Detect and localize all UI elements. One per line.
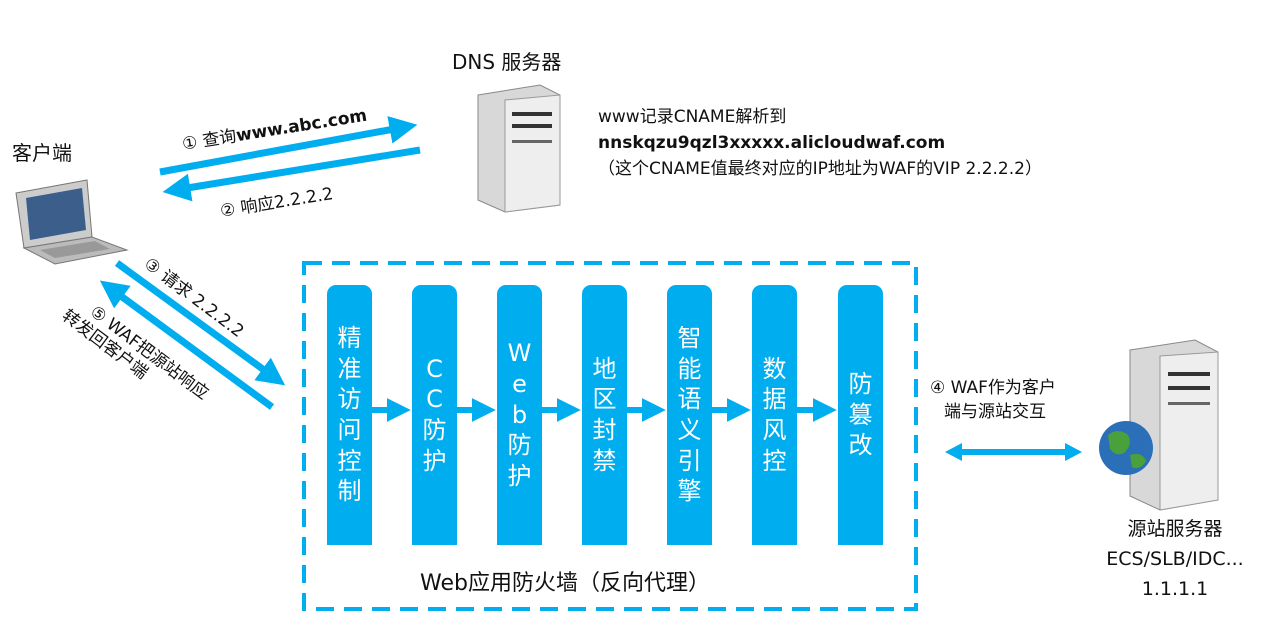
origin-ip: 1.1.1.1 (1141, 578, 1209, 600)
globe-icon (1099, 421, 1153, 475)
origin-server-icon (1129, 339, 1219, 511)
cname-line3: （这个CNAME值最终对应的IP地址为WAF的VIP 2.2.2.2） (598, 159, 1042, 179)
client-label: 客户端 (12, 141, 72, 165)
module-geo-blocking[interactable]: 地区封禁 (582, 285, 627, 545)
origin-server-label: 源站服务器 ECS/SLB/IDC... 1.1.1.1 (1090, 514, 1260, 604)
step4-label: ④ WAF作为客户 端与源站交互 (930, 376, 1056, 424)
module-label: CC防护 (422, 354, 447, 475)
origin-title: 源站服务器 (1127, 518, 1223, 540)
module-label: 精准访问控制 (337, 323, 362, 506)
dns-server-label: DNS 服务器 (452, 50, 562, 74)
arrow-query (159, 116, 418, 176)
waf-title: Web应用防火墙（反向代理） (420, 571, 710, 596)
module-label: 防篡改 (848, 369, 873, 460)
module-label: 智能语义引擎 (677, 323, 702, 506)
module-cc-protection[interactable]: CC防护 (412, 285, 457, 545)
origin-subtitle: ECS/SLB/IDC... (1106, 548, 1244, 570)
module-anti-tamper[interactable]: 防篡改 (838, 285, 883, 545)
double-arrow (945, 443, 1082, 461)
arrow-request (114, 260, 286, 386)
arrow-forward-back (99, 280, 275, 410)
laptop-icon (15, 179, 129, 265)
module-label: Web防护 (507, 339, 532, 491)
cname-line2: nnskqzu9qzl3xxxxx.alicloudwaf.com (598, 133, 946, 153)
module-data-risk-control[interactable]: 数据风控 (752, 285, 797, 545)
module-label: 地区封禁 (592, 354, 617, 475)
module-semantic-engine[interactable]: 智能语义引擎 (667, 285, 712, 545)
cname-line1: www记录CNAME解析到 (598, 107, 787, 127)
arrow-response (162, 146, 421, 202)
step4-line2: 端与源站交互 (944, 402, 1046, 422)
module-label: 数据风控 (762, 354, 787, 475)
module-precise-access-control[interactable]: 精准访问控制 (327, 285, 372, 545)
module-web-protection[interactable]: Web防护 (497, 285, 542, 545)
dns-server-icon (477, 84, 561, 213)
waf-dashed-box (302, 261, 918, 611)
cname-note: www记录CNAME解析到 nnskqzu9qzl3xxxxx.alicloud… (598, 104, 1042, 182)
step4-line1: ④ WAF作为客户 (930, 378, 1056, 398)
